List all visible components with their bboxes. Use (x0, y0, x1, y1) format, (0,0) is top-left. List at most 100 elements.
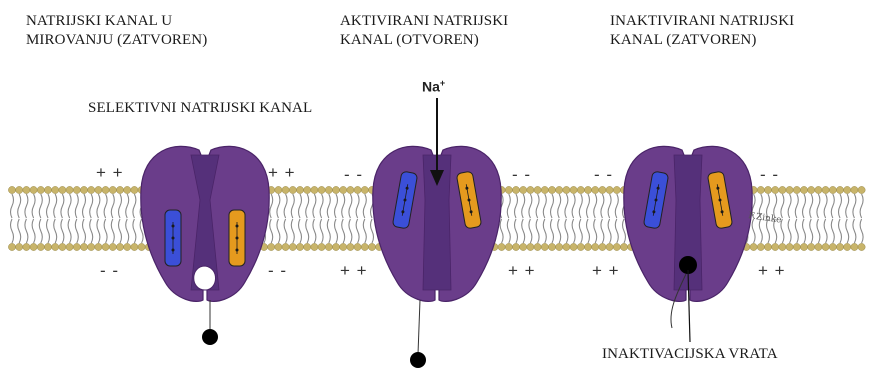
lipid-head (779, 243, 786, 250)
sodium-ion-label: Na+ (422, 78, 445, 95)
lipid-head (289, 243, 296, 250)
lipid-head (757, 186, 764, 193)
lipid-head (541, 186, 548, 193)
lipid-head (822, 186, 829, 193)
lipid-head (793, 186, 800, 193)
lipid-head (88, 243, 95, 250)
charge-activated-bottom-right: + + (508, 262, 536, 279)
lipid-head (66, 243, 73, 250)
lipid-head (37, 186, 44, 193)
lipid-head (66, 186, 73, 193)
lipid-head (757, 243, 764, 250)
lipid-head (131, 186, 138, 193)
lipid-head (556, 186, 563, 193)
lipid-head (23, 186, 30, 193)
lipid-head (606, 186, 613, 193)
lipid-head (304, 243, 311, 250)
charge-resting-top-right: + + (268, 164, 296, 181)
lipid-head (347, 186, 354, 193)
lipid-head (340, 186, 347, 193)
lipid-head (584, 243, 591, 250)
channels: F.Zinke (141, 98, 782, 368)
charge-activated-top-right: - - (512, 166, 531, 183)
lipid-head (44, 186, 51, 193)
lipid-head (570, 243, 577, 250)
lipid-head (8, 243, 15, 250)
lipid-head (361, 243, 368, 250)
lipid-head (584, 186, 591, 193)
lipid-head (325, 243, 332, 250)
lipid-head (88, 186, 95, 193)
label-selective-channel: SELEKTIVNI NATRIJSKI KANAL (88, 99, 312, 118)
lipid-head (800, 243, 807, 250)
lipid-head (512, 243, 519, 250)
charge-resting-bottom-right: - - (268, 262, 287, 279)
title-resting-channel: NATRIJSKI KANAL U MIROVANJU (ZATVOREN) (26, 12, 207, 50)
voltage-sensor-blue-charge (172, 237, 175, 240)
lipid-head (282, 243, 289, 250)
lipid-head (282, 186, 289, 193)
lipid-head (52, 186, 59, 193)
lipid-head (800, 186, 807, 193)
lipid-head (289, 186, 296, 193)
lipid-head (30, 243, 37, 250)
lipid-head (577, 186, 584, 193)
lipid-head (851, 186, 858, 193)
lipid-head (275, 243, 282, 250)
lipid-head (23, 243, 30, 250)
voltage-sensor-orange-charge (236, 225, 239, 228)
charge-activated-top-left: - - (344, 166, 363, 183)
charge-resting-bottom-left: - - (100, 262, 119, 279)
lipid-head (73, 186, 80, 193)
lipid-head (311, 186, 318, 193)
lipid-head (361, 186, 368, 193)
lipid-head (764, 243, 771, 250)
lipid-head (102, 186, 109, 193)
lipid-head (750, 243, 757, 250)
lipid-head (548, 243, 555, 250)
lipid-head (779, 186, 786, 193)
lipid-head (786, 186, 793, 193)
sodium-ion-symbol: Na (422, 79, 440, 95)
lipid-head (116, 186, 123, 193)
lipid-head (793, 243, 800, 250)
lipid-head (822, 243, 829, 250)
charge-inactivated-top-right: - - (760, 166, 779, 183)
lipid-head (59, 186, 66, 193)
lipid-head (498, 243, 505, 250)
lipid-head (527, 243, 534, 250)
lipid-head (764, 186, 771, 193)
lipid-head (109, 186, 116, 193)
lipid-head (563, 243, 570, 250)
lipid-head (851, 243, 858, 250)
lipid-head (311, 243, 318, 250)
lipid-head (836, 186, 843, 193)
lipid-head (102, 243, 109, 250)
lipid-head (541, 243, 548, 250)
activation-gate-closed (194, 266, 216, 290)
lipid-head (8, 186, 15, 193)
lipid-head (815, 186, 822, 193)
lipid-head (520, 186, 527, 193)
lipid-head (599, 243, 606, 250)
voltage-sensor-orange-charge (236, 249, 239, 252)
lipid-head (548, 186, 555, 193)
lipid-head (613, 186, 620, 193)
voltage-sensor-orange-charge (236, 237, 239, 240)
lipid-head (73, 243, 80, 250)
lipid-head (95, 186, 102, 193)
lipid-head (505, 186, 512, 193)
lipid-head (109, 243, 116, 250)
title-inactivated-channel: INAKTIVIRANI NATRIJSKI KANAL (ZATVOREN) (610, 12, 794, 50)
lipid-head (332, 243, 339, 250)
lipid-head (815, 243, 822, 250)
charge-inactivated-bottom-left: + + (592, 262, 620, 279)
lipid-head (858, 243, 865, 250)
charge-activated-bottom-left: + + (340, 262, 368, 279)
charge-inactivated-bottom-right: + + (758, 262, 786, 279)
inactivation-ball (410, 352, 426, 368)
lipid-head (829, 243, 836, 250)
voltage-sensor-orange (229, 210, 245, 266)
lipid-head (318, 186, 325, 193)
